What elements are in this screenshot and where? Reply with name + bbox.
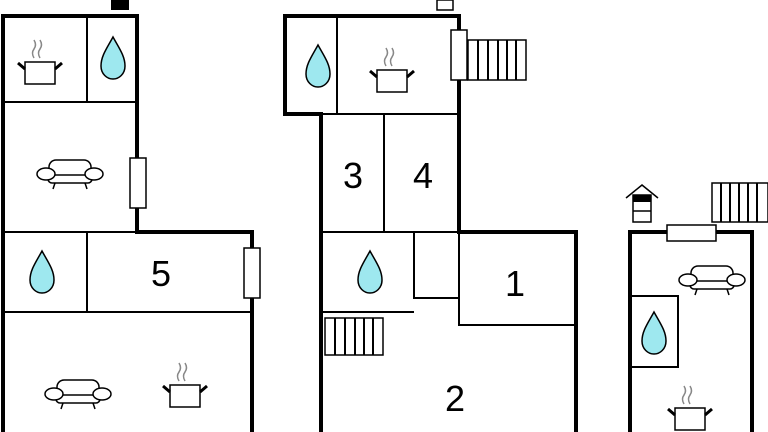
stairs-icon (324, 317, 384, 356)
bathroom-icon (357, 250, 383, 294)
living-room-icon (678, 265, 746, 296)
chimney (111, 0, 129, 10)
kitchen-icon (161, 361, 209, 409)
window (666, 224, 717, 242)
living-room-icon (44, 379, 112, 410)
room-label: 4 (413, 155, 433, 196)
window (129, 157, 147, 209)
room-label: 3 (343, 155, 363, 196)
window (450, 29, 468, 81)
stairs-icon (711, 182, 768, 223)
kitchen-icon (16, 38, 64, 86)
entrance-icon (625, 184, 659, 223)
living-room-icon (36, 159, 104, 190)
window (243, 247, 261, 299)
room-label: 1 (505, 263, 525, 304)
room-label: 5 (151, 253, 171, 294)
room-label: 2 (445, 378, 465, 419)
right-building (625, 182, 768, 432)
kitchen-icon (368, 46, 416, 94)
middle-building: 3 4 1 2 (283, 0, 578, 432)
bathroom-icon (305, 44, 331, 88)
chimney (436, 0, 454, 11)
left-building: 5 (1, 0, 261, 432)
bathroom-icon (641, 311, 667, 355)
bathroom-icon (100, 36, 126, 80)
stairs-icon (467, 39, 527, 81)
kitchen-icon (666, 384, 714, 432)
bathroom-icon (29, 250, 55, 294)
